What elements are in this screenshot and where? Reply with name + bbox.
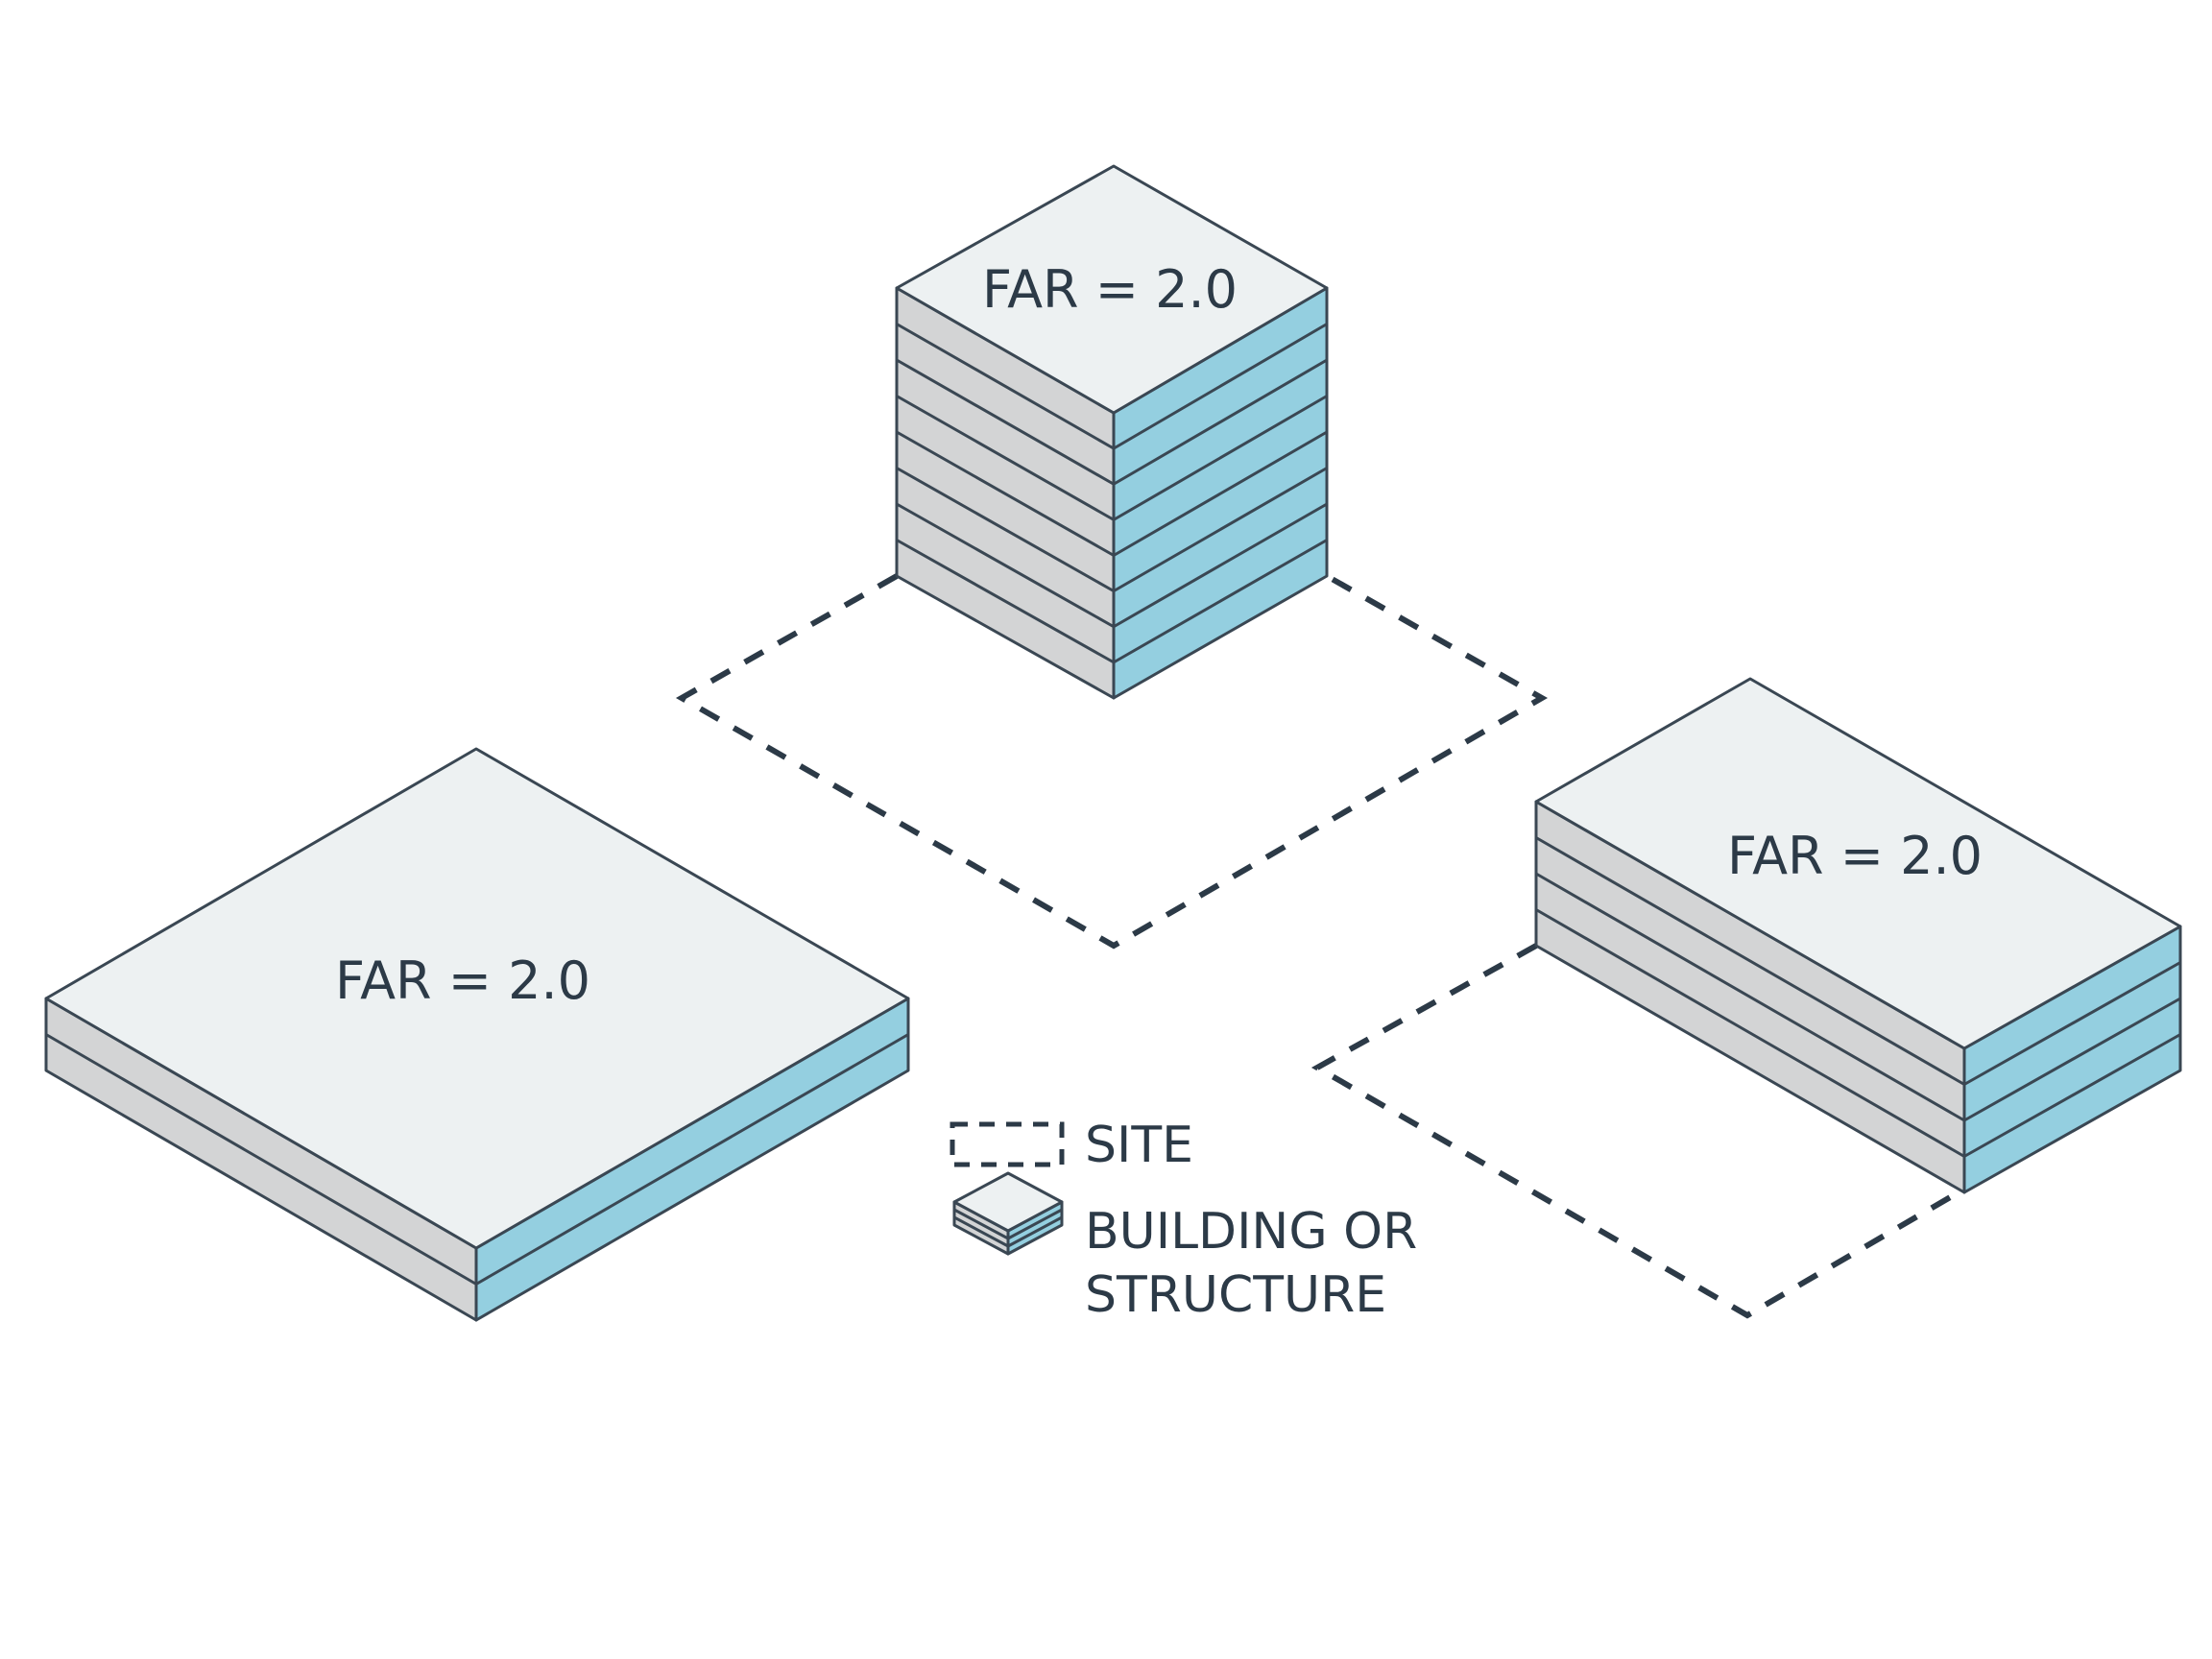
legend-site-swatch xyxy=(950,1121,1065,1167)
floor-line xyxy=(1963,997,2181,1122)
floor-line xyxy=(1007,1208,1063,1240)
floor-line xyxy=(896,395,1115,521)
floor-line xyxy=(1113,467,1328,592)
building-roof xyxy=(952,1171,1064,1233)
floor-line xyxy=(1113,502,1328,629)
legend-site-label: SITE xyxy=(1085,1117,1193,1174)
building-roof xyxy=(44,747,910,1250)
floor-line xyxy=(1113,358,1328,486)
building-roof xyxy=(895,164,1329,415)
site-outline-mid-rise xyxy=(1310,943,1960,1319)
building-tower xyxy=(895,164,1329,700)
site-tower xyxy=(675,573,1549,950)
floor-line xyxy=(896,467,1115,592)
floor-line xyxy=(1007,1215,1063,1248)
legend-building-swatch xyxy=(952,1171,1064,1256)
floor-line xyxy=(896,430,1115,557)
legend: SITE BUILDING OR STRUCTURE xyxy=(950,1117,1417,1324)
floor-line xyxy=(45,1033,477,1286)
legend-building-label-line2: STRUCTURE xyxy=(1085,1266,1386,1324)
floor-line xyxy=(896,539,1115,664)
floor-line xyxy=(1535,872,1965,1122)
building-mid-rise xyxy=(1534,677,2182,1194)
site-mid-rise xyxy=(1310,943,1960,1319)
floor-line xyxy=(475,1033,909,1286)
floor-line xyxy=(1113,395,1328,521)
building-roof xyxy=(1534,677,2182,1050)
floor-line xyxy=(896,502,1115,629)
floor-line xyxy=(1535,836,1965,1086)
legend-building-label-line1: BUILDING OR xyxy=(1085,1203,1417,1261)
site-outline-tower xyxy=(675,573,1549,950)
floor-line xyxy=(1963,961,2181,1086)
floor-line xyxy=(1113,430,1328,557)
floor-line xyxy=(953,1208,1009,1240)
far-label-mid-rise: FAR = 2.0 xyxy=(1727,826,1983,886)
floor-line xyxy=(1113,539,1328,664)
building-low-rise xyxy=(44,747,910,1322)
far-label-low-rise: FAR = 2.0 xyxy=(335,950,590,1011)
floor-line xyxy=(896,358,1115,486)
far-label-tower: FAR = 2.0 xyxy=(982,259,1238,320)
floor-line xyxy=(1963,1033,2181,1158)
floor-line xyxy=(953,1215,1009,1248)
floor-line xyxy=(896,323,1115,450)
floor-line xyxy=(1535,908,1965,1158)
floor-line xyxy=(1113,323,1328,450)
